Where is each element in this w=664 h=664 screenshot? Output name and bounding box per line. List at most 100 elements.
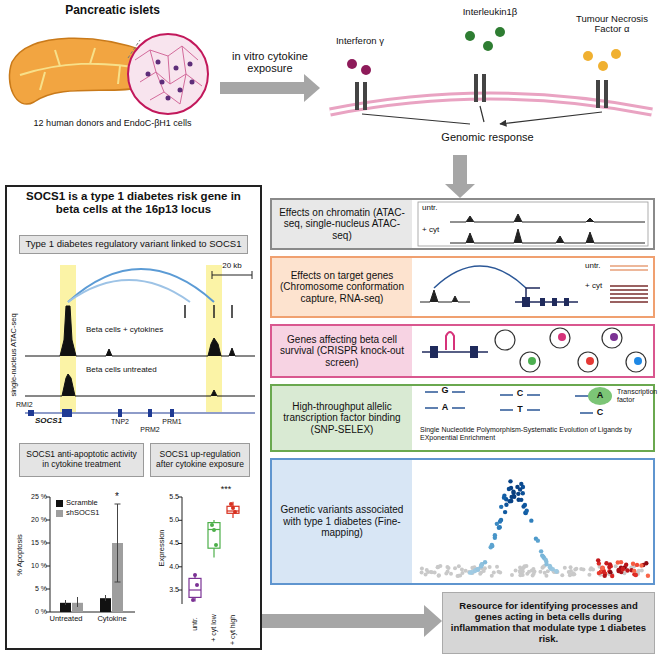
interferon-molecules (347, 59, 371, 75)
method-label-panel: Effects on target genes (Chromosome conf… (272, 258, 412, 316)
node-text: 12 human donors and EndoC-βH1 cells (10, 118, 215, 128)
legend-swatch (56, 500, 63, 507)
bars (60, 543, 123, 612)
annotation-label: untr. (585, 262, 601, 271)
method-text: Genes affecting beta cell survival (CRIS… (278, 334, 406, 369)
transcription-factor-shape (588, 387, 612, 405)
annotation-label: + cyt low (210, 614, 218, 641)
annotation-label: 10 % (31, 562, 47, 570)
expression-stripes (610, 286, 648, 302)
legend-text: Scramble (66, 499, 98, 507)
method-label-panel: High-throughput allelic transcription fa… (272, 386, 412, 450)
gene-exons (28, 409, 174, 417)
node-text: Genomic response (420, 131, 555, 144)
track-frame (418, 202, 648, 246)
method-text: High-throughput allelic transcription fa… (278, 401, 406, 436)
annotation-label: + cyt (422, 226, 439, 235)
result-box: Resource for identifying processes and g… (442, 592, 655, 654)
node-text: Resource for identifying processes and g… (447, 601, 650, 645)
receptors (355, 74, 608, 110)
dna-fragments (425, 392, 593, 413)
annotation-label: Interferon γ (336, 36, 384, 46)
annotation-label: Untreated (50, 615, 83, 623)
annotation-label: PRM1 (162, 418, 181, 426)
scale-bar (212, 271, 252, 279)
annotation-label: RMI2 (16, 401, 33, 409)
finding-box: SOCS1 up-regulation after cytokine expos… (150, 443, 250, 477)
flow-arrow (220, 74, 320, 102)
node-text: SOCS1 is a type 1 diabetes risk gene in … (13, 190, 254, 216)
annotation-label: Cytokine (97, 615, 126, 623)
annotation-label: Tumour Necrosis Factor α (570, 14, 654, 35)
method-label-panel: Genetic variants associated with type 1 … (272, 460, 412, 583)
node-text: SOCS1 anti-apoptotic activity in cytokin… (24, 450, 139, 470)
annotation-label: 4.0 (169, 563, 179, 571)
method-text: Effects on target genes (Chromosome conf… (278, 270, 406, 305)
annotation-label: G (441, 386, 448, 396)
mini-peaks (420, 290, 470, 302)
annotation-label: PRM2 (140, 426, 159, 434)
islet-group: Pancreatic islets 12 human donors and End… (5, 2, 220, 132)
atac-track-cytokine (25, 306, 255, 356)
islet-cells (135, 46, 202, 104)
annotation-label: 5.0 (169, 516, 179, 524)
method-row: Genes affecting beta cell survival (CRIS… (270, 324, 655, 378)
annotation-label: T (517, 405, 523, 415)
signal-arrows (362, 106, 602, 124)
bar-axes (46, 497, 135, 612)
annotation-label: C (597, 408, 604, 418)
variant-ticks (185, 305, 232, 318)
annotation-label: + cyt high (229, 615, 237, 645)
node-text: Pancreatic islets (25, 4, 200, 18)
node-text: SOCS1 up-regulation after cytokine expos… (155, 450, 245, 470)
annotation-label: % Apoptosis (16, 534, 24, 575)
box-plots (189, 502, 239, 602)
method-text: Genetic variants associated with type 1 … (278, 504, 406, 539)
annotation-label: 15 % (31, 539, 47, 547)
annotation-label: Single Nucleotide Polymorphism-Systemati… (420, 426, 648, 441)
interleukin-molecules (465, 27, 505, 51)
annotation-label: Expression (158, 529, 166, 566)
islet-nuclei (146, 60, 195, 101)
annotation-label: A (597, 391, 604, 401)
method-row: Genetic variants associated with type 1 … (270, 458, 655, 585)
annotation-label: *** (221, 485, 232, 495)
cell-membrane (330, 96, 652, 112)
atac-track-untreated (25, 374, 255, 396)
method-label-panel: Effects on chromatin (ATAC-seq, single-n… (272, 200, 412, 248)
gene-track (25, 412, 255, 413)
chromatin-loop (68, 269, 214, 302)
legend-text: shSOCS1 (66, 509, 99, 517)
annotation-label: 20 % (31, 516, 47, 524)
finding-box: SOCS1 anti-apoptotic activity in cytokin… (19, 443, 144, 477)
method-row: Effects on chromatin (ATAC-seq, single-n… (270, 198, 655, 250)
legend-entry: Scramble (56, 499, 98, 507)
error-bars (66, 504, 121, 607)
finding-box: Type 1 diabetes regulatory variant linke… (19, 235, 248, 254)
edge-label: in vitro cytokine exposure (224, 50, 316, 74)
annotation-label: Beta cells untreated (86, 366, 157, 375)
loop-arc (434, 266, 526, 288)
annotation-label: 0 % (35, 608, 47, 616)
annotation-label: * (115, 491, 119, 502)
expression-stripes (610, 266, 648, 270)
flow-arrow (445, 155, 475, 198)
shrna-hairpin (446, 332, 454, 350)
annotation-label: + cyt (585, 282, 602, 291)
legend-swatch (56, 510, 63, 517)
annotation-label: 25 % (31, 493, 47, 501)
annotation-label: single-nucleus ATAC-seq (10, 313, 18, 396)
chromatin-loop (68, 280, 190, 302)
tnf-molecules (583, 49, 621, 71)
box-points (191, 502, 237, 602)
annotation-label: Interleukin1β (463, 7, 518, 17)
annotation-label: Transcription factor (617, 388, 654, 403)
annotation-label: 5.5 (169, 493, 179, 501)
annotation-label: 3.5 (169, 586, 179, 594)
annotation-label: 4.5 (169, 539, 179, 547)
track-cytokine (450, 229, 645, 243)
annotation-label: C (517, 389, 524, 399)
method-text: Effects on chromatin (ATAC-seq, single-n… (278, 207, 406, 242)
annotation-label: 20 kb (222, 262, 242, 271)
annotation-label: untr. (191, 617, 199, 631)
